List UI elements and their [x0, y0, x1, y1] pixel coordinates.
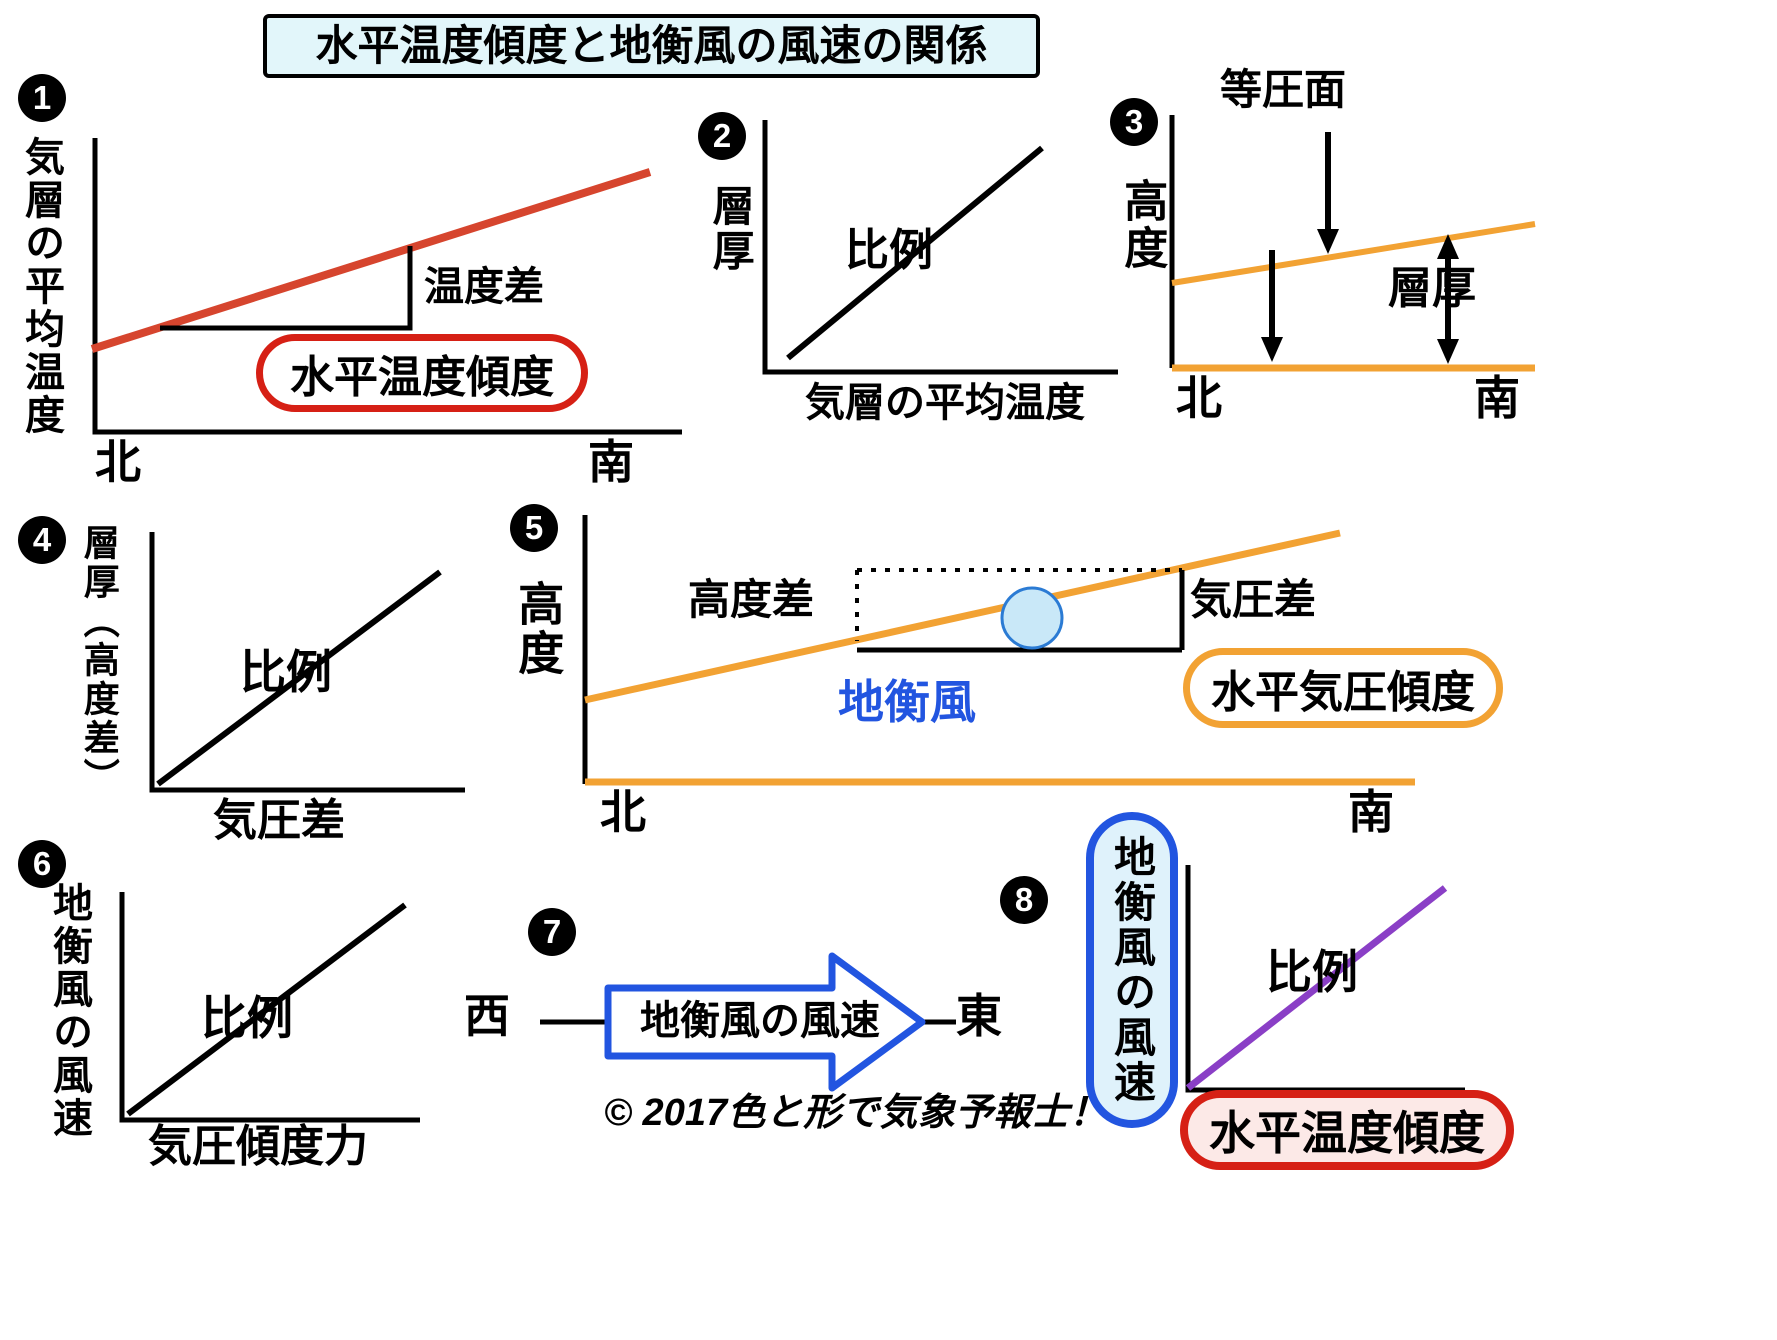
p5-badge-label: 水平気圧傾度 — [1211, 668, 1475, 717]
p4-y-axis-label: 層厚（高度差） — [78, 524, 120, 797]
p1-temperature-line — [90, 168, 652, 353]
p7-number-badge: 7 — [528, 908, 576, 956]
p7-east-label: 東 — [956, 990, 1002, 1042]
p5-x-left-label: 北 — [600, 786, 646, 838]
p6-axes — [119, 892, 420, 1123]
p1-temp-diff-step — [160, 246, 413, 331]
p3-number: 3 — [1124, 103, 1144, 140]
p2-proportional-label: 比例 — [845, 226, 933, 275]
p3-arrow-to-upper-isobar — [1317, 132, 1339, 254]
p5-upper-isobar-line — [584, 529, 1341, 704]
p3-isobaric-label: 等圧面 — [1220, 66, 1347, 113]
p3-y-axis-label: 高度 — [1117, 178, 1167, 272]
p6-number-badge: 6 — [18, 840, 66, 888]
p4-axes — [149, 532, 465, 793]
p1-number: 1 — [32, 79, 52, 116]
p3-arrow-to-lower-isobar — [1261, 250, 1283, 362]
p3-thickness-double-arrow — [1437, 234, 1459, 364]
p5-x-right-label: 南 — [1348, 786, 1394, 838]
p6-y-axis-label: 地衡風の風速 — [47, 882, 91, 1140]
p1-y-axis-label: 気層の平均温度 — [19, 136, 63, 437]
p1-axes — [92, 138, 682, 435]
p6-proportional-line — [126, 902, 407, 1117]
p8-horizontal-temp-gradient-badge: 水平温度傾度 — [1180, 1090, 1514, 1170]
p2-axes — [762, 120, 1118, 375]
p2-x-axis-label: 気層の平均温度 — [805, 381, 1085, 425]
p1-horizontal-temp-gradient-badge: 水平温度傾度 — [256, 334, 588, 412]
p5-y-axis-label: 高度 — [512, 580, 565, 678]
p4-proportional-label: 比例 — [240, 646, 332, 698]
p5-geostrophic-wind-label: 地衡風 — [838, 676, 976, 728]
p3-x-right-label: 南 — [1474, 372, 1520, 424]
p1-x-left-label: 北 — [95, 436, 141, 488]
p3-number-badge: 3 — [1110, 98, 1158, 146]
p1-number-badge: 1 — [18, 74, 66, 122]
p2-number: 2 — [712, 117, 732, 154]
p7-wind-arrow-label: 地衡風の風速 — [640, 999, 880, 1043]
p5-number-badge: 5 — [510, 504, 558, 552]
p1-badge-label: 水平温度傾度 — [290, 353, 554, 402]
p8-geostrophic-wind-speed-badge: 地衡風の風速 — [1086, 812, 1178, 1128]
copyright-text: © 2017色と形で気象予報士！ — [604, 1092, 1108, 1134]
p2-proportional-line — [786, 145, 1044, 361]
p3-upper-isobar-line — [1171, 221, 1536, 286]
p6-x-axis-label: 気圧傾度力 — [148, 1122, 368, 1171]
p8-side-badge-label: 地衡風の風速 — [1108, 835, 1156, 1105]
p5-pressure-diff-label: 気圧差 — [1190, 576, 1317, 623]
p7-west-label: 西 — [464, 990, 510, 1042]
p5-number: 5 — [524, 509, 544, 546]
p6-proportional-label: 比例 — [201, 992, 293, 1044]
diagram-title: 水平温度傾度と地衡風の風速の関係 — [263, 14, 1040, 78]
p5-horizontal-pressure-gradient-badge: 水平気圧傾度 — [1183, 648, 1503, 728]
p5-height-diff-label: 高度差 — [688, 576, 815, 623]
p3-thickness-label: 層厚 — [1388, 264, 1476, 313]
p7-number: 7 — [542, 913, 562, 950]
p6-number: 6 — [32, 845, 52, 882]
p4-number-badge: 4 — [18, 516, 66, 564]
p8-number: 8 — [1014, 881, 1034, 918]
p4-x-axis-label: 気圧差 — [213, 796, 345, 845]
p2-number-badge: 2 — [698, 112, 746, 160]
p8-bottom-badge-label: 水平温度傾度 — [1209, 1107, 1485, 1159]
p1-temp-diff-label: 温度差 — [424, 265, 544, 309]
p8-number-badge: 8 — [1000, 876, 1048, 924]
p2-y-axis-label: 層厚 — [707, 184, 755, 274]
p8-proportional-label: 比例 — [1266, 946, 1358, 998]
p1-x-right-label: 南 — [588, 436, 634, 488]
p3-x-left-label: 北 — [1176, 372, 1222, 424]
p7-wind-arrow — [604, 952, 926, 1092]
p5-air-parcel-circle — [1000, 586, 1064, 650]
p4-number: 4 — [32, 521, 52, 558]
p8-proportional-line — [1185, 885, 1448, 1091]
p4-proportional-line — [156, 569, 442, 787]
